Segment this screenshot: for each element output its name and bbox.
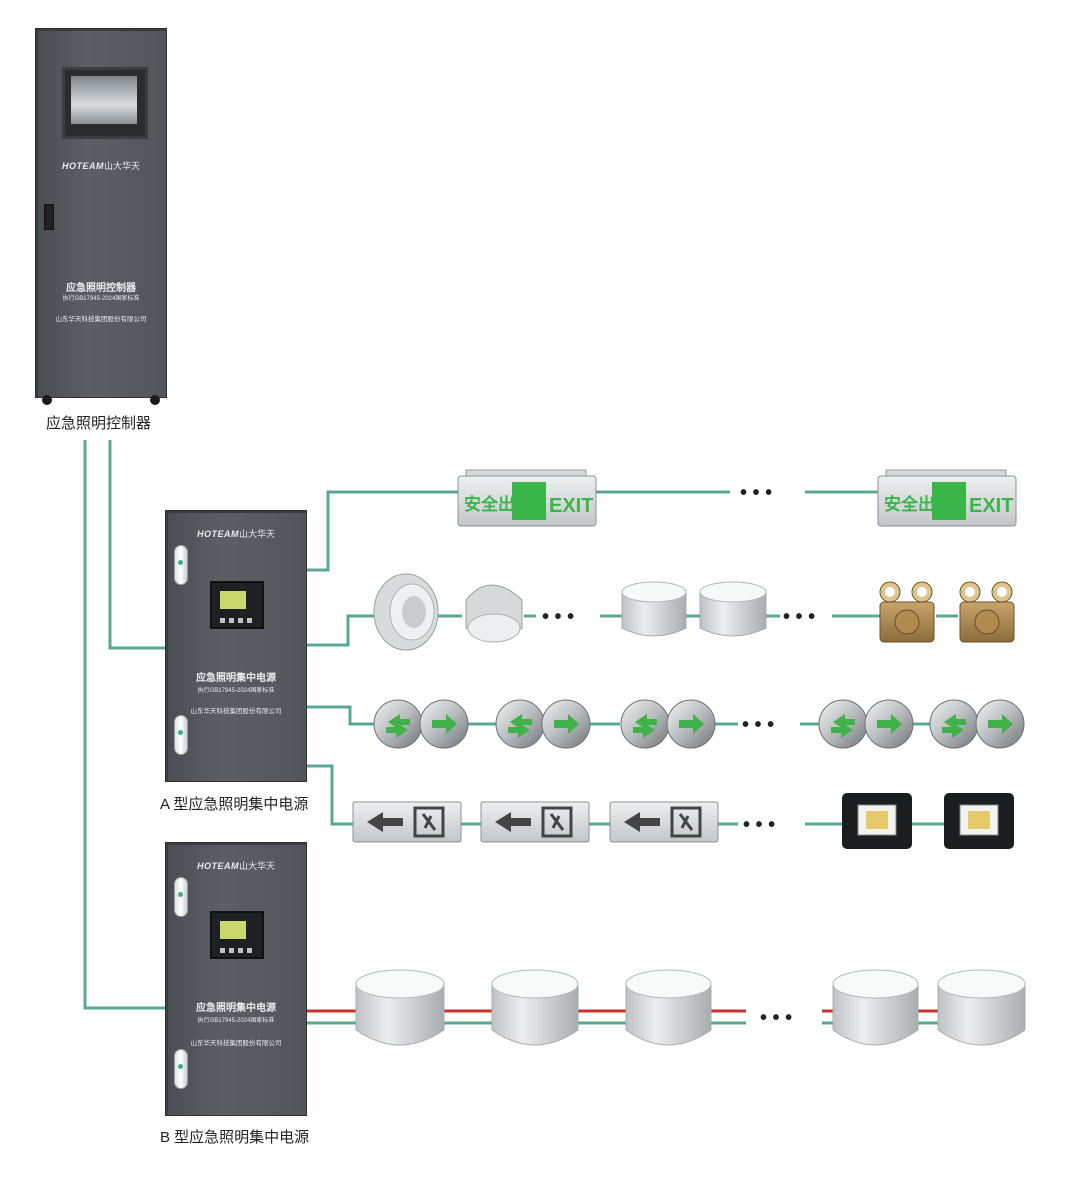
supply-b-label: B 型应急照明集中电源 [160, 1129, 310, 1146]
supply-a-top-handle[interactable] [174, 545, 188, 585]
ellipsis-group: • • • • • • • • • • • • • • • • • • [542, 482, 815, 1029]
controller-label: 应急照明控制器 [46, 415, 152, 432]
supply-b-brand: HOTEAM [196, 861, 239, 871]
floodlight-icon [842, 793, 912, 849]
ellipsis-row4: • • • [743, 814, 775, 836]
downlight-icon [699, 581, 767, 637]
supply-a-panel-standard: 执行GB17945-2024国家标准 [197, 688, 275, 694]
supply-b-panel-standard: 执行GB17945-2024国家标准 [197, 1018, 275, 1024]
exit-sign-icon: 安全出口 EXIT [877, 469, 1017, 527]
controller-cabinet: HOTEAM山大华天 应急照明控制器 执行GB17945-2024国家标准 山东… [35, 28, 167, 405]
downlight-icon [355, 969, 445, 1046]
supply-b-bottom-handle[interactable] [174, 1049, 188, 1089]
exit-sign-icon: 安全出口 EXIT [457, 469, 597, 527]
controller-panel-company: 山东华天科技集团股份有限公司 [55, 316, 147, 323]
supply-a-brand: HOTEAM [196, 529, 239, 539]
controller-door-handle[interactable] [44, 204, 54, 230]
floor-indicator-row [373, 699, 1025, 749]
wiring [83, 440, 958, 1025]
caster-right [150, 395, 160, 405]
ellipsis-row5: • • • [760, 1007, 792, 1029]
downlight-icon [621, 581, 687, 637]
floor-indicator-icon [975, 699, 1025, 749]
downlight-icon [937, 969, 1026, 1046]
bus-controller-to-b [83, 440, 165, 1010]
supply-b-brand-cn: 山大华天 [238, 861, 275, 871]
bus-controller-to-a [108, 440, 165, 650]
twin-head-emergency-light-icon [959, 581, 1015, 643]
caster-left [42, 395, 52, 405]
exit-sign-text-en: EXIT [549, 495, 593, 517]
direction-sign-icon [480, 801, 590, 843]
direction-sign-icon [352, 801, 462, 843]
controller-brand-cn: 山大华天 [103, 161, 140, 171]
exit-sign-text-en: EXIT [969, 495, 1013, 517]
downlight-icon [491, 969, 579, 1046]
floor-indicator-icon [541, 699, 591, 749]
ellipsis-row2a: • • • [542, 606, 574, 628]
supply-a-label: A 型应急照明集中电源 [160, 796, 309, 813]
floor-indicator-icon [666, 699, 716, 749]
ellipsis-row1: • • • [740, 482, 772, 504]
controller-panel-standard: 执行GB17945-2024国家标准 [62, 296, 140, 302]
floor-indicator-icon [620, 699, 670, 749]
floor-indicator-icon [864, 699, 914, 749]
floor-indicator-icon [495, 699, 545, 749]
supply-b-top-handle[interactable] [174, 877, 188, 917]
supply-a-brand-cn: 山大华天 [238, 529, 275, 539]
spot-light-icon [373, 573, 439, 651]
supply-a-bottom-handle[interactable] [174, 715, 188, 755]
twin-head-emergency-light-icon [879, 581, 935, 643]
ellipsis-row2b: • • • [783, 606, 815, 628]
spot-light-icon [465, 584, 523, 643]
bus-a-row2 [305, 614, 376, 647]
supply-b-panel-company: 山东华天科技集团股份有限公司 [190, 1040, 282, 1047]
floor-indicator-icon [929, 699, 979, 749]
ellipsis-row3: • • • [742, 714, 774, 736]
supply-a-panel-title: 应急照明集中电源 [196, 673, 276, 684]
supply-a-display [210, 581, 264, 629]
supply-a-panel-company: 山东华天科技集团股份有限公司 [190, 708, 282, 715]
supply-b-panel-title: 应急照明集中电源 [196, 1003, 276, 1014]
bus-a-row4 [305, 764, 353, 826]
floor-indicator-icon [373, 699, 423, 749]
controller-brand: HOTEAM [61, 161, 104, 171]
direction-sign-icon [609, 801, 719, 843]
supply-a-cabinet: HOTEAM山大华天 应急照明集中电源 执行GB17945-2024国家标准 山… [165, 510, 307, 782]
bus-a-row3 [305, 705, 374, 726]
floodlight-icon [944, 793, 1014, 849]
controller-panel-title: 应急照明控制器 [66, 283, 136, 294]
supply-b-cabinet: HOTEAM山大华天 应急照明集中电源 执行GB17945-2024国家标准 山… [165, 842, 307, 1116]
controller-screen [62, 67, 148, 139]
downlight-icon [832, 969, 919, 1046]
downlight-icon [625, 969, 712, 1046]
floor-indicator-icon [419, 699, 469, 749]
floor-indicator-icon [818, 699, 868, 749]
bus-a-row1 [305, 490, 458, 572]
supply-b-display [210, 911, 264, 959]
downlight-row-b [355, 969, 1026, 1046]
